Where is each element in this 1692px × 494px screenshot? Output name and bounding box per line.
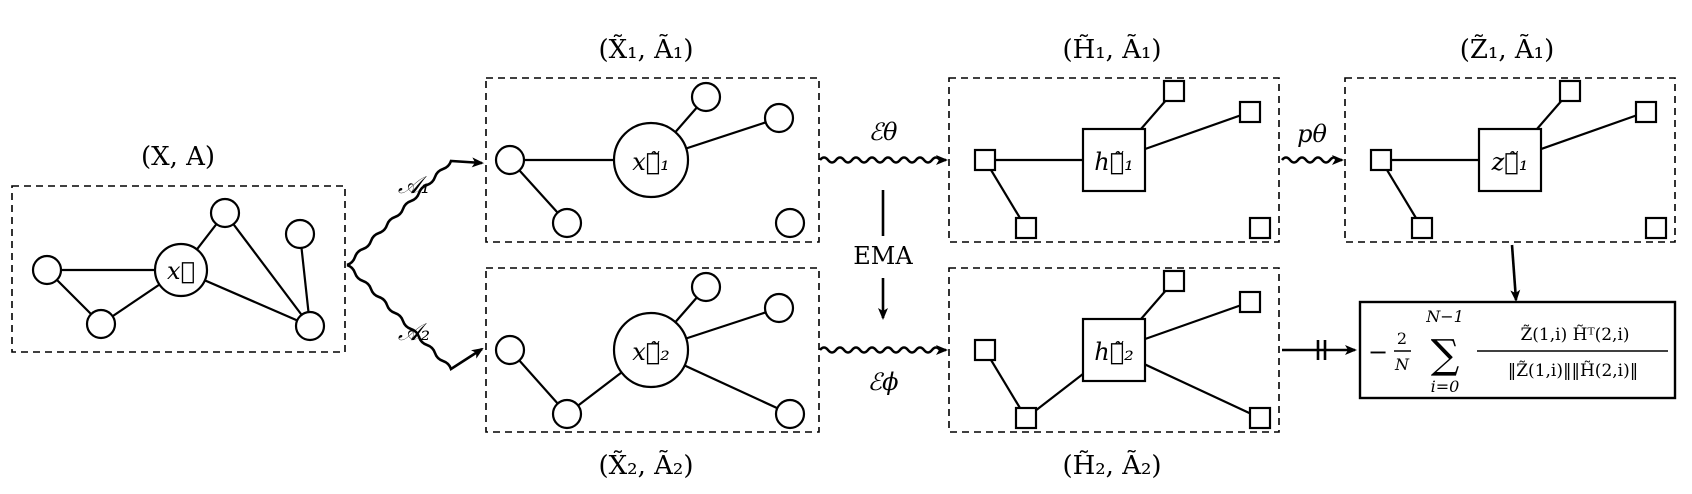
graph-node [209, 197, 241, 229]
encoder-arrows: ℰθ ℰϕ EMA [818, 118, 948, 396]
loss-group: − 2 N N−1 ∑ i=0 Z̃(1,i) H̃ᵀ(2,i) ‖Z̃(1,i… [1282, 244, 1677, 400]
loss-numerator: Z̃(1,i) H̃ᵀ(2,i) [1520, 325, 1629, 345]
loss-minus: − [1368, 338, 1388, 366]
online-encoder-frame [948, 77, 1280, 243]
loss-sum-lower: i=0 [1431, 377, 1460, 396]
center-node-label: x⃗̃₁ [632, 148, 670, 176]
graph-node [85, 308, 117, 340]
enc-phi-label: ℰϕ [868, 368, 899, 396]
center-node-h1 [1081, 127, 1147, 193]
view1-frame [485, 77, 820, 243]
target-encoder-frame [948, 267, 1280, 433]
loss-box [1358, 300, 1677, 400]
enc-theta-label: ℰθ [869, 118, 899, 146]
predictor-arrow [1280, 155, 1344, 165]
center-node-label: h⃗̃₁ [1094, 148, 1133, 176]
graph-node [494, 144, 526, 176]
loss-arrow-top [1510, 244, 1521, 302]
graph-node-square [1238, 290, 1262, 314]
graph-node [294, 310, 326, 342]
graph-node [551, 207, 583, 239]
graph-node-square [1162, 269, 1186, 293]
aug1-arrow [346, 157, 484, 267]
predictor-arrow-group: pθ [1280, 120, 1344, 165]
aug2-label: 𝒜₂ [398, 318, 430, 346]
center-node-x2 [612, 311, 690, 389]
graph-node [690, 271, 722, 303]
predictor-panel: (Z̃₁, Ã₁) z⃗̃₁ [1344, 33, 1676, 243]
graph-node-square [1634, 100, 1658, 124]
graph-node-square [1410, 216, 1434, 240]
center-node-x1 [612, 121, 690, 199]
augmentation-arrows: 𝒜₁ 𝒜₂ [346, 157, 484, 372]
enc-phi-arrow [818, 345, 948, 355]
graph-node [494, 334, 526, 366]
view2-panel: x⃗̃₂ (X̃₂, Ã₂) [485, 267, 820, 481]
graph-node-square [1162, 79, 1186, 103]
graph-node [31, 254, 63, 286]
graph-node [763, 292, 795, 324]
graph-node-square [1248, 406, 1272, 430]
view1-title: (X̃₁, Ã₁) [599, 33, 694, 65]
graph-node [284, 218, 316, 250]
input-graph-frame [11, 185, 346, 353]
center-node-label: h⃗̃₂ [1094, 338, 1133, 366]
predictor-title: (Z̃₁, Ã₁) [1460, 33, 1555, 65]
graph-node [690, 81, 722, 113]
online-encoder-panel: (H̃₁, Ã₁) h⃗̃₁ [948, 33, 1280, 243]
center-node-label: x⃗̃₂ [632, 338, 670, 366]
online-encoder-title: (H̃₁, Ã₁) [1062, 33, 1161, 65]
loss-sum-upper: N−1 [1425, 307, 1464, 326]
view2-frame [485, 267, 820, 433]
graph-node-square [1238, 100, 1262, 124]
graph-node [774, 398, 806, 430]
view1-panel: (X̃₁, Ã₁) x⃗̃₁ [485, 33, 820, 243]
graph-node [774, 207, 806, 239]
center-node-x [153, 242, 209, 298]
loss-frac-num: 2 [1397, 329, 1407, 348]
input-graph-title: (X, A) [141, 142, 215, 172]
graph-node-square [1248, 216, 1272, 240]
input-graph-panel: (X, A) x⃗ [11, 142, 346, 353]
graph-node-square [1369, 148, 1393, 172]
graph-node-square [1014, 216, 1038, 240]
predictor-label: pθ [1297, 120, 1327, 148]
enc-theta-arrow [818, 155, 948, 165]
graph-node-square [1644, 216, 1668, 240]
predictor-frame [1344, 77, 1676, 243]
loss-frac-den: N [1394, 355, 1410, 374]
ema-label: EMA [853, 242, 913, 270]
center-node-label: z⃗̃₁ [1491, 148, 1529, 176]
loss-denominator: ‖Z̃(1,i)‖‖H̃(2,i)‖ [1508, 361, 1638, 381]
loss-sum-symbol: ∑ [1431, 332, 1460, 378]
center-node-z1 [1477, 127, 1543, 193]
center-node-h2 [1081, 317, 1147, 383]
graph-node-square [973, 148, 997, 172]
graph-node-square [1558, 79, 1582, 103]
target-encoder-title: (H̃₂, Ã₂) [1062, 449, 1161, 481]
graph-node [763, 102, 795, 134]
graph-node-square [973, 338, 997, 362]
aug2-arrow [346, 263, 484, 372]
aug1-label: 𝒜₁ [398, 171, 430, 199]
graph-node [551, 398, 583, 430]
view2-title: (X̃₂, Ã₂) [599, 449, 694, 481]
center-node-label: x⃗ [167, 257, 195, 285]
target-encoder-panel: h⃗̃₂ (H̃₂, Ã₂) [948, 267, 1280, 481]
graph-node-square [1014, 406, 1038, 430]
